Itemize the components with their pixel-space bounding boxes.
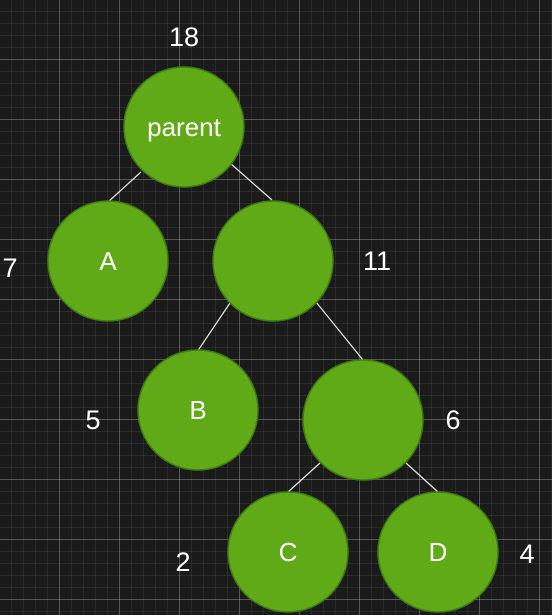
node-d-circle	[377, 491, 499, 613]
node-c-circle	[227, 491, 349, 613]
edge-n2-c	[287, 462, 321, 493]
weight-c: 2	[175, 547, 190, 577]
node-b-circle	[137, 349, 259, 471]
edge-n2-d	[405, 462, 439, 493]
edges	[107, 162, 439, 493]
node-internal-2[interactable]	[302, 359, 424, 481]
node-c[interactable]: C	[227, 491, 349, 613]
node-internal-2-circle	[302, 359, 424, 481]
node-a-label: A	[99, 246, 117, 276]
edge-root-n1	[229, 162, 273, 201]
edge-n1-n2	[315, 301, 364, 361]
weight-a: 7	[2, 253, 17, 283]
node-d[interactable]: D	[377, 491, 499, 613]
weight-internal-2: 6	[445, 405, 460, 435]
node-b[interactable]: B	[137, 349, 259, 471]
node-root[interactable]: parent	[123, 66, 245, 188]
weight-d: 4	[519, 539, 534, 569]
node-internal-1-circle	[212, 200, 334, 322]
weights: 18 7 11 5 6 2 4	[2, 22, 534, 577]
weight-b: 5	[85, 405, 100, 435]
node-a-circle	[47, 200, 169, 322]
weight-internal-1: 11	[363, 246, 391, 276]
node-b-label: B	[189, 395, 206, 425]
edge-n1-b	[196, 302, 231, 353]
node-root-circle	[123, 66, 245, 188]
node-d-label: D	[429, 537, 448, 567]
node-root-label: parent	[147, 112, 221, 142]
node-c-label: C	[279, 537, 298, 567]
weight-root: 18	[169, 22, 199, 52]
node-a[interactable]: A	[47, 200, 169, 322]
node-internal-1[interactable]	[212, 200, 334, 322]
edge-root-a	[107, 171, 142, 203]
